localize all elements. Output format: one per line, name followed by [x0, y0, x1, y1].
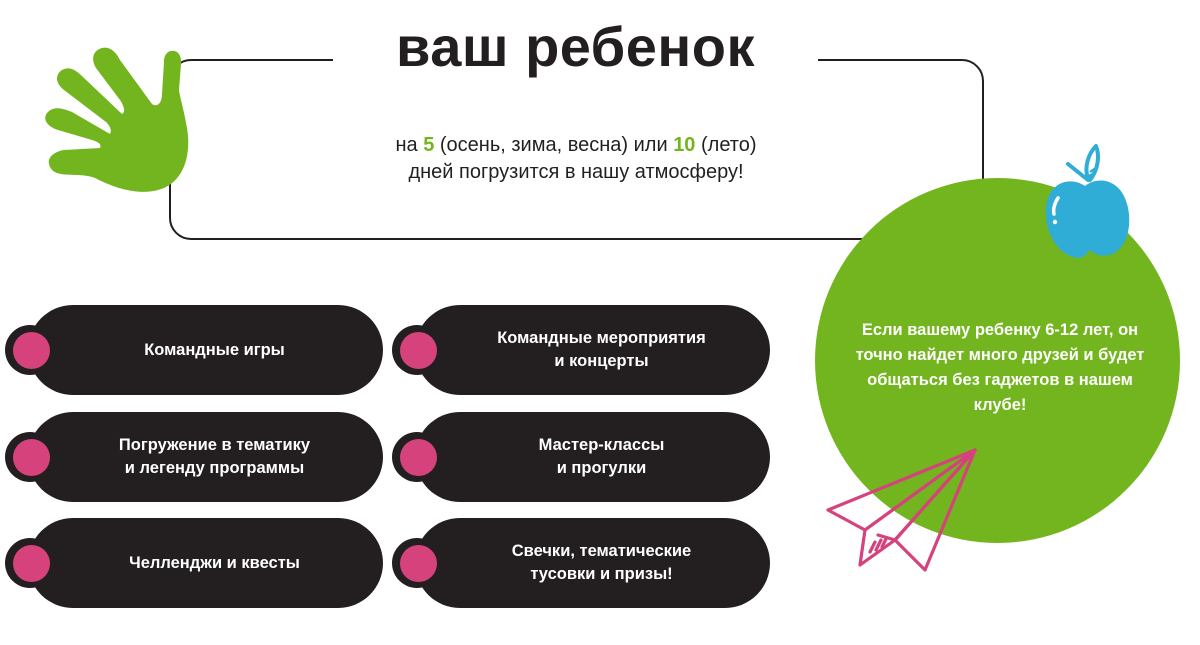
activity-label: Командные мероприятия и концерты [497, 329, 706, 370]
activity-team-games: Командные игры [5, 305, 383, 395]
days-autumn-winter-spring: 5 [423, 134, 435, 156]
activity-label: Свечки, тематические тусовки и призы! [511, 542, 692, 583]
subtitle-text: на [395, 134, 424, 156]
bullet-dot-icon [13, 439, 50, 476]
activity-label: Челленджи и квесты [129, 553, 300, 572]
days-summer: 10 [673, 134, 696, 156]
info-text: Если вашему ребенку [861, 321, 1046, 339]
age-range: 6-12 [1045, 321, 1079, 339]
hand-icon [45, 47, 189, 192]
activity-team-events-concerts: Командные мероприятия и концерты [392, 305, 770, 395]
activity-candles-parties-prizes: Свечки, тематические тусовки и призы! [392, 518, 770, 608]
info-text: лет, он точно найдет много друзей и буде… [855, 321, 1145, 414]
subtitle-line2: дней погрузится в нашу атмосферу! [408, 161, 744, 183]
subtitle-text: (осень, зима, весна) или [434, 134, 674, 156]
bullet-dot-icon [13, 545, 50, 582]
activity-masterclasses-walks: Мастер-классы и прогулки [392, 412, 770, 502]
bullet-dot-icon [400, 545, 437, 582]
apple-icon [1045, 144, 1130, 258]
subtitle-text: (лето) [695, 134, 757, 156]
bullet-dot-icon [400, 332, 437, 369]
activity-label: Погружение в тематику и легенду программ… [118, 436, 311, 477]
info-circle-text: Если вашему ребенку 6-12 лет, он точно н… [840, 318, 1160, 418]
activity-label: Командные игры [144, 340, 285, 359]
bullet-dot-icon [13, 332, 50, 369]
activity-label: Мастер-классы и прогулки [538, 436, 665, 477]
header-subtitle: на 5 (осень, зима, весна) или 10 (лето) … [200, 132, 952, 186]
title-gap [333, 40, 818, 80]
activity-challenges-quests: Челленджи и квесты [5, 518, 383, 608]
page-title: ваш ребенок [396, 15, 755, 78]
bullet-dot-icon [400, 439, 437, 476]
paper-plane-icon [826, 448, 977, 572]
activity-theme-immersion: Погружение в тематику и легенду программ… [5, 412, 383, 502]
